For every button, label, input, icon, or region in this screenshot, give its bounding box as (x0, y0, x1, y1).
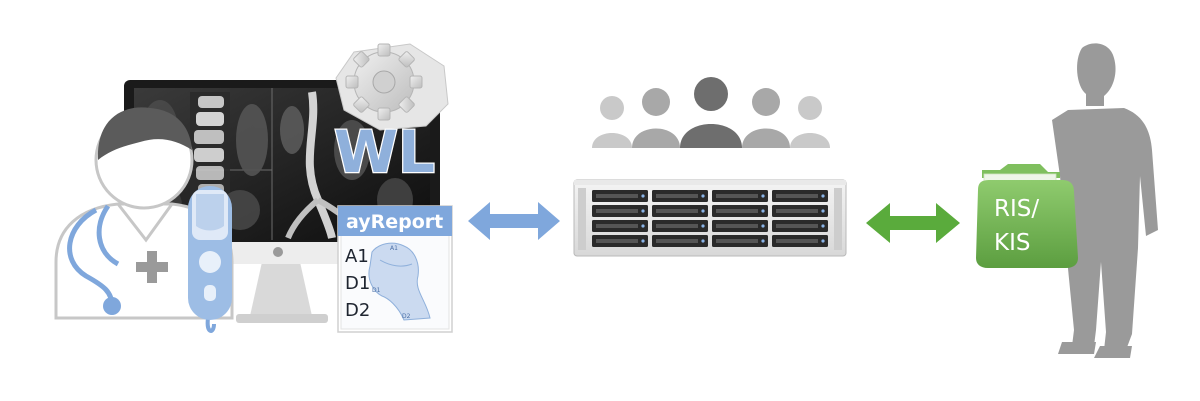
drive-bay-slot (596, 224, 638, 228)
report-row-a1: A1 (345, 246, 369, 267)
drive-led-icon (701, 239, 705, 243)
drive-led-icon (821, 209, 825, 213)
drive-bay-slot (776, 194, 818, 198)
report-title: ayReport (346, 211, 443, 233)
server-rack-icon (573, 179, 847, 257)
drive-led-icon (821, 194, 825, 198)
drive-led-icon (641, 194, 645, 198)
drive-led-icon (761, 224, 765, 228)
person-silhouette-icon (1052, 43, 1158, 358)
users-group-icon (592, 77, 830, 148)
drive-led-icon (821, 224, 825, 228)
dictation-microphone-icon (188, 186, 232, 333)
drive-bay-slot (656, 224, 698, 228)
report-icon: ayReport A1 D1 D2 A1 D1 D2 (337, 205, 453, 333)
folder-icon: RIS/ KIS (976, 164, 1078, 268)
bidirectional-arrow-icon (468, 202, 560, 240)
drive-bay-slot (656, 194, 698, 198)
drive-bay-slot (716, 209, 758, 213)
drive-bay-slot (596, 239, 638, 243)
drive-bay-slot (716, 224, 758, 228)
bidirectional-arrow-icon (866, 203, 960, 243)
worklist-label: WL (334, 118, 435, 186)
drive-bay-slot (596, 194, 638, 198)
diagram-mark-d1: D1 (372, 287, 381, 294)
drive-led-icon (701, 224, 705, 228)
gear-icon (335, 43, 449, 131)
drive-led-icon (701, 194, 705, 198)
drive-bay-slot (656, 239, 698, 243)
report-row-d1: D1 (345, 273, 370, 294)
drive-bay-slot (716, 194, 758, 198)
drive-bay-slot (776, 209, 818, 213)
drive-bay-slot (776, 224, 818, 228)
drive-led-icon (641, 224, 645, 228)
apple-logo-icon (273, 247, 283, 257)
folder-label-line1: RIS/ (994, 196, 1039, 222)
drive-led-icon (641, 209, 645, 213)
drive-led-icon (761, 194, 765, 198)
drive-bay-slot (656, 209, 698, 213)
drive-led-icon (761, 209, 765, 213)
body-diagram-icon (368, 242, 431, 321)
drive-led-icon (821, 239, 825, 243)
diagram-mark-d2: D2 (402, 313, 411, 320)
drive-led-icon (761, 239, 765, 243)
drive-bay-slot (776, 239, 818, 243)
drive-led-icon (701, 209, 705, 213)
drive-bay-slot (596, 209, 638, 213)
report-row-d2: D2 (345, 300, 370, 321)
folder-label-line2: KIS (994, 230, 1030, 256)
diagram-mark-a1: A1 (390, 245, 398, 252)
drive-bay-slot (716, 239, 758, 243)
drive-led-icon (641, 239, 645, 243)
